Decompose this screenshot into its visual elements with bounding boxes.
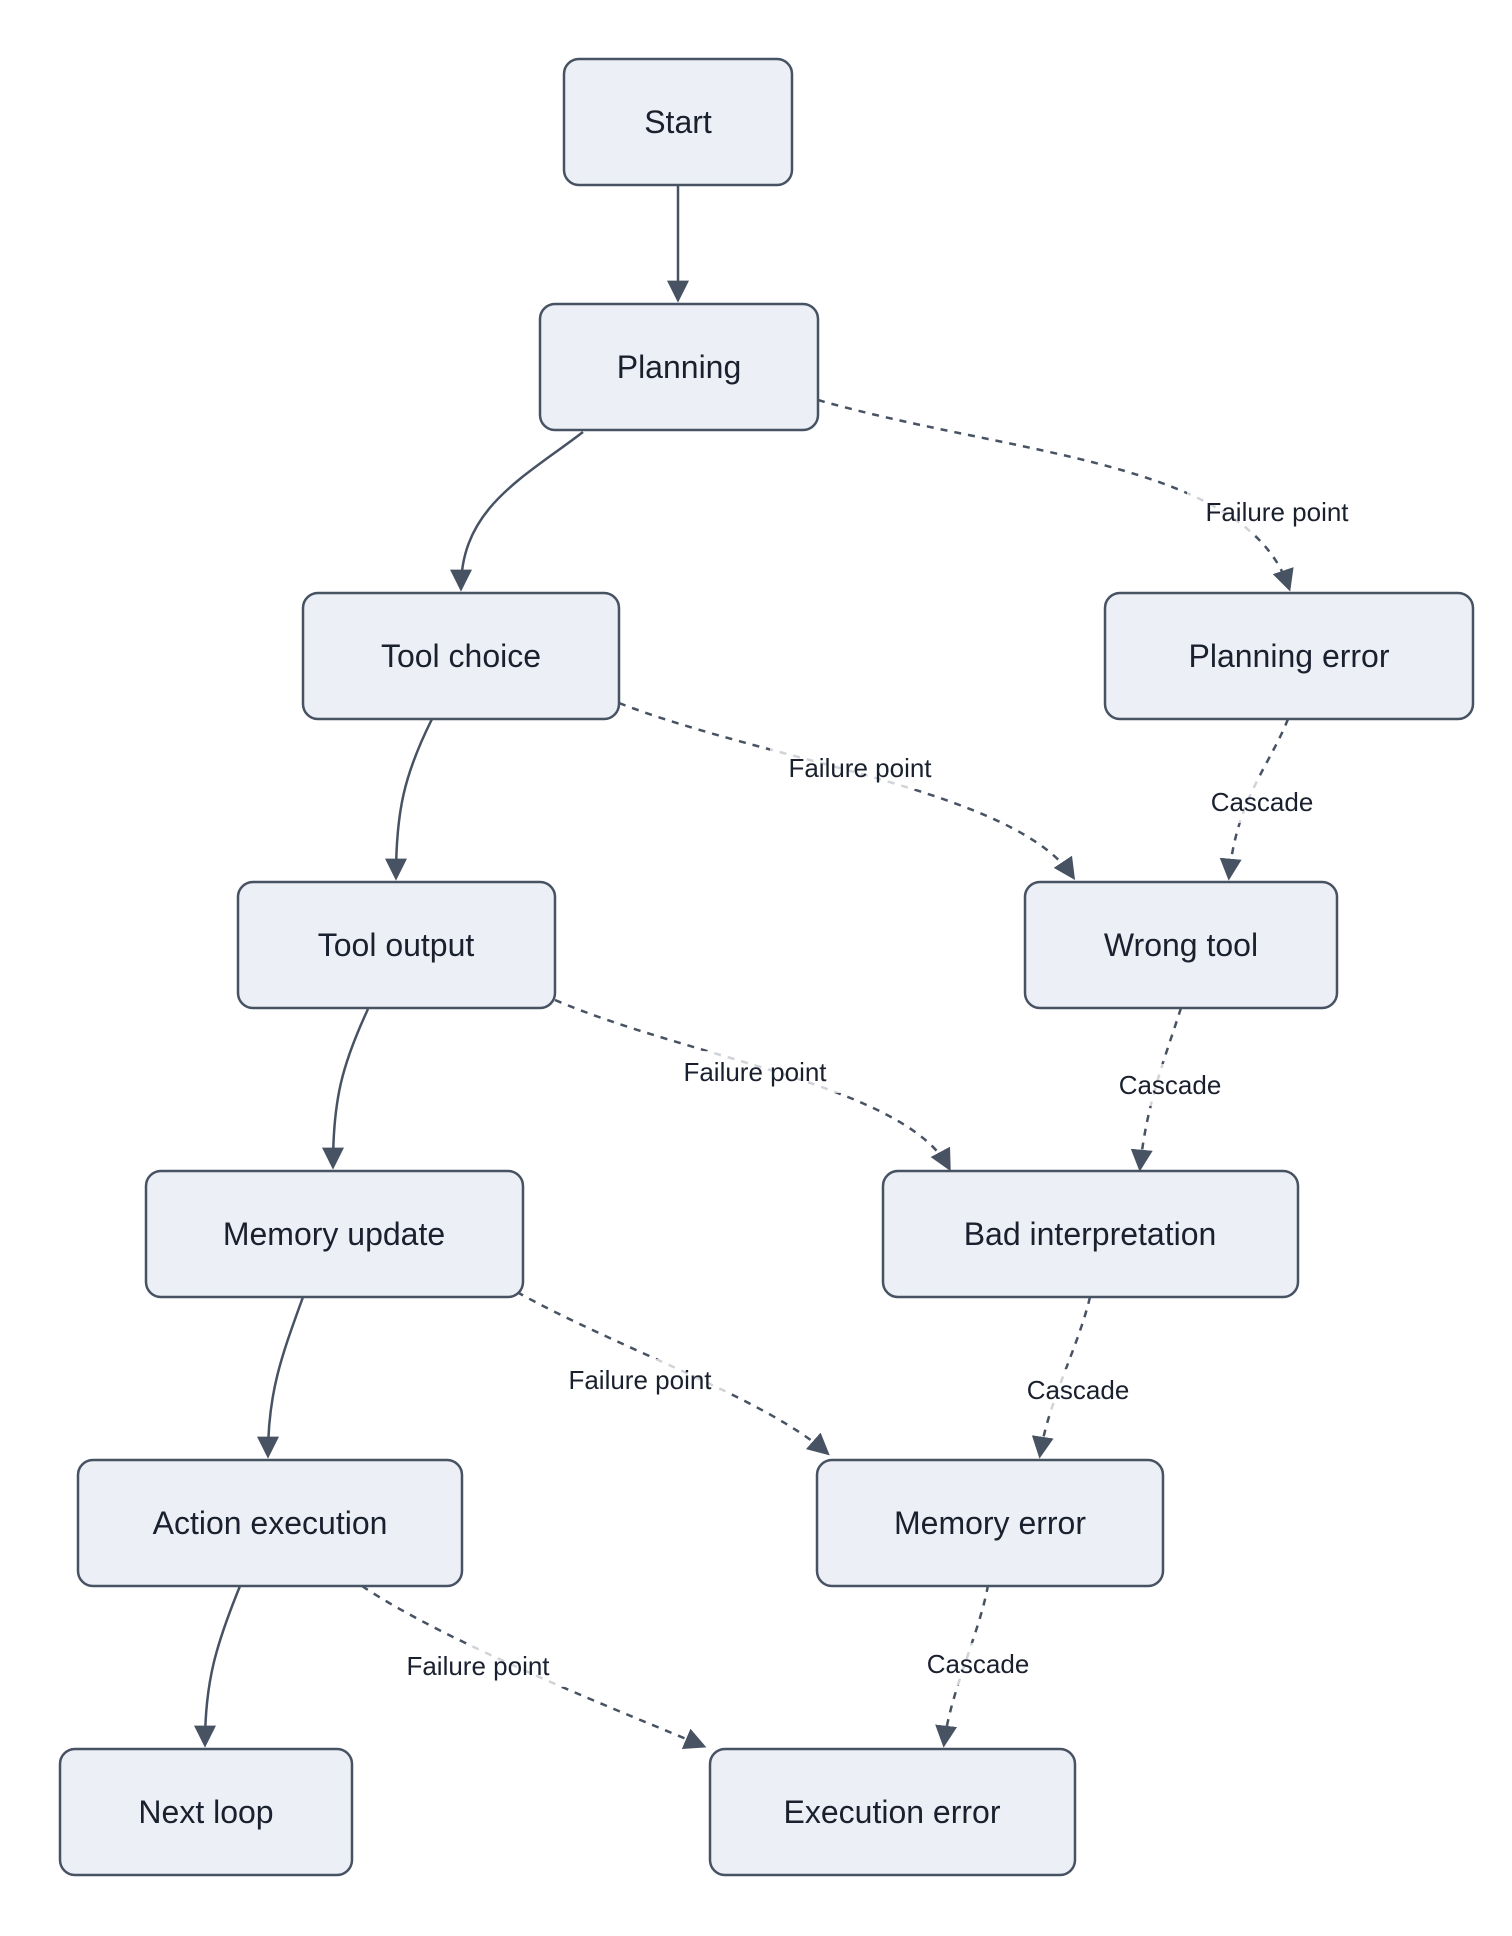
svg-text:Action execution: Action execution <box>153 1505 388 1541</box>
svg-text:Cascade: Cascade <box>927 1649 1030 1679</box>
edge-label-failure-point-2: Failure point <box>770 747 950 789</box>
svg-text:Wrong tool: Wrong tool <box>1104 927 1258 963</box>
edge-label-bg <box>665 1051 845 1093</box>
edge-labels: Failure point Failure point Cascade Fail… <box>388 491 1367 1687</box>
node-box <box>236 880 557 1010</box>
edge-label-cascade-3: Cascade <box>1016 1369 1140 1411</box>
edge-tool-choice-to-wrong-tool <box>618 701 1076 881</box>
node-box <box>562 57 794 187</box>
edge-label-failure-point-5: Failure point <box>388 1645 568 1687</box>
edge-planning-to-planning-error <box>817 398 1294 592</box>
node-box <box>538 302 820 432</box>
edge-action-execution-to-next-loop <box>194 1585 242 1748</box>
svg-text:Failure point: Failure point <box>568 1365 712 1395</box>
node-box <box>1023 880 1339 1010</box>
node-box <box>815 1458 1165 1588</box>
svg-text:Planning error: Planning error <box>1189 638 1390 674</box>
edge-tool-choice-to-tool-output <box>385 718 434 881</box>
node-action-execution: Action execution <box>76 1458 464 1588</box>
edge-label-bg <box>388 1645 568 1687</box>
node-box <box>1103 591 1475 721</box>
svg-text:Start: Start <box>644 104 712 140</box>
node-box <box>708 1747 1077 1877</box>
node-next-loop: Next loop <box>58 1747 354 1877</box>
svg-text:Tool output: Tool output <box>318 927 475 963</box>
edge-label-bg <box>916 1643 1040 1685</box>
edge-label-failure-point-4: Failure point <box>550 1359 730 1401</box>
node-box <box>301 591 621 721</box>
svg-text:Cascade: Cascade <box>1211 787 1314 817</box>
svg-text:Failure point: Failure point <box>788 753 932 783</box>
edge-memory-error-to-execution-error <box>935 1584 990 1748</box>
edge-wrong-tool-to-bad-interpretation <box>1130 1007 1183 1172</box>
svg-text:Failure point: Failure point <box>683 1057 827 1087</box>
edge-label-bg <box>550 1359 730 1401</box>
node-box <box>76 1458 464 1588</box>
svg-text:Failure point: Failure point <box>406 1651 550 1681</box>
node-start: Start <box>562 57 794 187</box>
node-execution-error: Execution error <box>708 1747 1077 1877</box>
edge-label-cascade-4: Cascade <box>916 1643 1040 1685</box>
edge-memory-update-to-action-execution <box>257 1296 305 1459</box>
svg-text:Cascade: Cascade <box>1119 1070 1222 1100</box>
edge-label-bg <box>1108 1064 1232 1106</box>
svg-text:Failure point: Failure point <box>1205 497 1349 527</box>
svg-text:Execution error: Execution error <box>784 1794 1001 1830</box>
edge-label-failure-point-3: Failure point <box>665 1051 845 1093</box>
node-planning-error: Planning error <box>1103 591 1475 721</box>
edge-label-bg <box>1016 1369 1140 1411</box>
node-box <box>58 1747 354 1877</box>
node-tool-choice: Tool choice <box>301 591 621 721</box>
edge-label-cascade-1: Cascade <box>1200 781 1324 823</box>
node-memory-error: Memory error <box>815 1458 1165 1588</box>
svg-text:Next loop: Next loop <box>138 1794 273 1830</box>
svg-text:Planning: Planning <box>617 349 742 385</box>
edge-tool-output-to-memory-update <box>322 1008 370 1170</box>
node-box <box>144 1169 525 1299</box>
edge-label-bg <box>1200 781 1324 823</box>
svg-text:Bad interpretation: Bad interpretation <box>964 1216 1217 1252</box>
svg-text:Cascade: Cascade <box>1027 1375 1130 1405</box>
nodes: Start Planning Tool choice Planning erro… <box>58 57 1475 1877</box>
node-box <box>881 1169 1300 1299</box>
node-memory-update: Memory update <box>144 1169 525 1299</box>
node-planning: Planning <box>538 302 820 432</box>
node-bad-interpretation: Bad interpretation <box>881 1169 1300 1299</box>
edge-label-bg <box>1187 491 1367 533</box>
svg-text:Memory update: Memory update <box>223 1216 445 1252</box>
node-tool-output: Tool output <box>236 880 557 1010</box>
edge-label-failure-point-1: Failure point <box>1187 491 1367 533</box>
node-wrong-tool: Wrong tool <box>1023 880 1339 1010</box>
edge-label-bg <box>770 747 950 789</box>
edge-planning-to-tool-choice <box>450 431 584 592</box>
edge-label-cascade-2: Cascade <box>1108 1064 1232 1106</box>
svg-text:Memory error: Memory error <box>894 1505 1086 1541</box>
svg-text:Tool choice: Tool choice <box>381 638 541 674</box>
edge-bad-interpretation-to-memory-error <box>1031 1296 1092 1459</box>
